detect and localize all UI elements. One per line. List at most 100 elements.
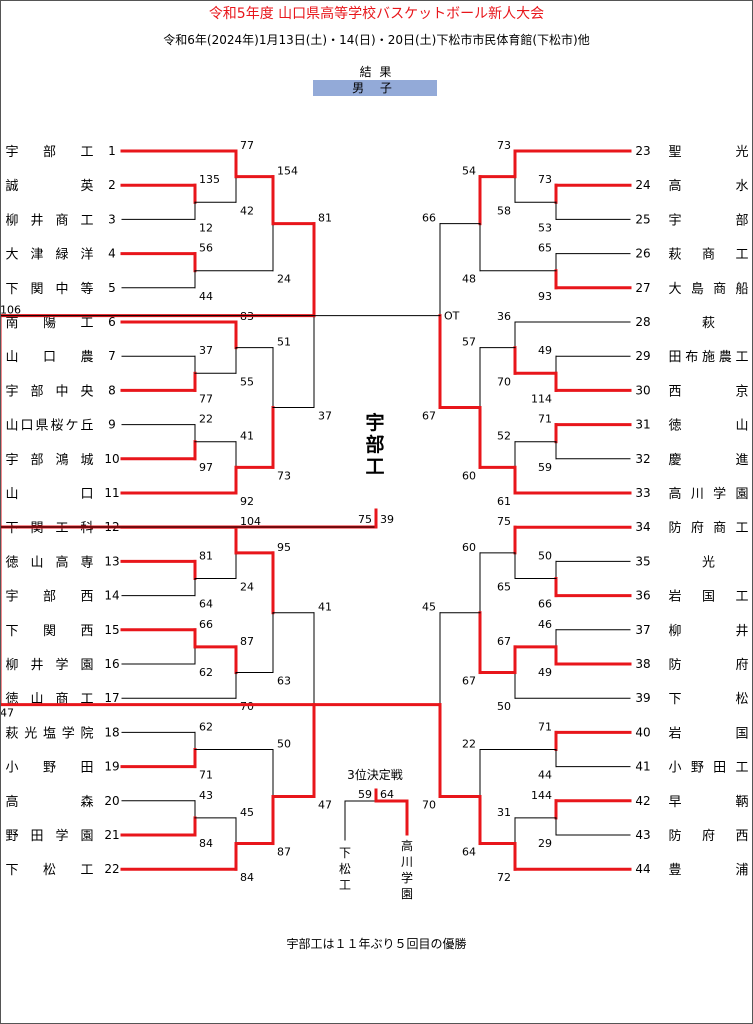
- left-team-7-name-char: 口: [43, 350, 56, 365]
- left-team-2-name-char: 英: [80, 179, 93, 194]
- left-team-18-name-char: 院: [80, 726, 93, 741]
- match-20-score-b: 47: [0, 707, 14, 720]
- match-12-score-b: 62: [199, 666, 213, 679]
- left-team-4-name-char: 津: [30, 248, 43, 263]
- right-team-29-name-char: 工: [735, 350, 748, 365]
- right-team-43-name-char: 防: [668, 828, 681, 844]
- match-18-score-a: 50: [277, 738, 291, 751]
- match-8-score-a: 51: [277, 336, 291, 349]
- right-team-27-name-char: 商: [713, 282, 726, 297]
- right-team-33-number: 33: [635, 486, 650, 500]
- left-team-11-name-char: 口: [80, 487, 93, 502]
- left-team-6-name-char: 南: [5, 315, 18, 331]
- right-team-29-name-char: 布: [685, 350, 698, 365]
- left-team-4-number: 4: [108, 247, 116, 261]
- left-team-20-name-char: 高: [5, 794, 18, 810]
- right-team-29-number: 29: [635, 349, 650, 363]
- match-22-score-b: 58: [497, 204, 511, 217]
- left-team-16-number: 16: [104, 657, 119, 671]
- left-team-12-name-char: 下: [5, 521, 18, 536]
- right-team-38-number: 38: [635, 657, 650, 671]
- right-team-40-number: 40: [635, 725, 650, 739]
- right-team-32-name-char: 慶: [668, 453, 681, 468]
- match-5-score-b: 55: [240, 375, 254, 388]
- left-team-10-number: 10: [104, 452, 119, 466]
- match-0-score-b: 12: [199, 221, 213, 234]
- division-label: 男 子: [352, 81, 398, 95]
- right-team-23-name-char: 聖: [668, 145, 681, 160]
- left-team-9-name-char: 丘: [80, 419, 93, 434]
- match-15-score-b: 71: [199, 769, 213, 782]
- third-score-right: 64: [380, 788, 394, 801]
- match-11-score-a: 104: [240, 515, 261, 528]
- right-team-41-number: 41: [635, 760, 650, 774]
- left-team-3-name-char: 柳: [5, 213, 18, 228]
- left-team-19-number: 19: [104, 760, 119, 774]
- match-12-score-a: 66: [199, 618, 213, 631]
- right-team-25-name-char: 部: [735, 213, 748, 228]
- left-team-14-name-char: 西: [80, 590, 93, 605]
- left-team-15-name-char: 西: [80, 624, 93, 639]
- right-team-33-name-char: 川: [691, 487, 704, 502]
- left-team-1-number: 1: [108, 144, 116, 158]
- match-37-score-b: 29: [538, 837, 552, 850]
- left-team-10-name-char: 鴻: [55, 453, 68, 468]
- match-29-score-a: 57: [462, 336, 476, 349]
- left-team-21-name-char: 野: [5, 829, 18, 844]
- left-team-4-name-char: 緑: [55, 248, 68, 263]
- right-team-40-name-char: 国: [735, 726, 748, 741]
- right-team-33-name-char: 高: [668, 486, 681, 502]
- left-team-12-name-char: 科: [80, 521, 93, 536]
- left-team-21-name-char: 園: [80, 829, 93, 844]
- match-6-score-b: 97: [199, 461, 213, 474]
- left-team-17-number: 17: [104, 691, 119, 705]
- right-team-27-name-char: 島: [691, 282, 704, 297]
- right-team-41-name-char: 小: [668, 761, 681, 776]
- left-team-16-name-char: 柳: [5, 658, 18, 673]
- match-13-score-a: 87: [240, 635, 254, 648]
- left-team-18-name-char: 萩: [5, 726, 18, 741]
- right-team-32-number: 32: [635, 452, 650, 466]
- right-team-36-name-char: 国: [702, 590, 715, 605]
- right-team-29-name-char: 施: [702, 350, 715, 365]
- right-team-39-name-char: 松: [735, 692, 748, 707]
- match-39-score-b: 64: [462, 846, 476, 859]
- right-team-29-name-char: 田: [668, 350, 681, 365]
- left-team-22-name-char: 工: [80, 863, 93, 878]
- right-team-39-number: 39: [635, 691, 650, 705]
- left-team-4-name-char: 大: [5, 248, 18, 263]
- left-team-13-number: 13: [104, 554, 119, 568]
- right-team-27-number: 27: [635, 281, 650, 295]
- right-team-36-name-char: 工: [735, 590, 748, 605]
- left-team-18-name-char: 学: [62, 725, 75, 741]
- left-team-13-name-char: 専: [80, 555, 93, 570]
- right-team-37-name-char: 柳: [668, 624, 681, 639]
- left-team-9-name-char: ケ: [65, 419, 78, 434]
- left-team-21-name-char: 田: [30, 829, 43, 844]
- right-team-35-name-char: 光: [702, 555, 715, 570]
- left-team-9-name-char: 山: [5, 419, 18, 434]
- match-31-score-a: 50: [538, 549, 552, 562]
- match-0-score-a: 135: [199, 173, 220, 186]
- match-17-score-a: 45: [240, 806, 254, 819]
- left-team-21-number: 21: [104, 828, 119, 842]
- right-team-41-name-char: 野: [691, 761, 704, 776]
- tournament-title: 令和5年度 山口県高等学校バスケットボール新人大会: [208, 6, 545, 22]
- match-38-score-b: 72: [497, 871, 511, 884]
- match-40-score-b: 70: [422, 799, 436, 812]
- left-team-5-name-char: 中: [55, 282, 68, 297]
- match-19-score-b: 47: [318, 799, 332, 812]
- match-21-score-a: 73: [538, 173, 552, 186]
- left-team-22-name-char: 下: [5, 863, 18, 878]
- right-team-42-number: 42: [635, 794, 650, 808]
- champion-name: 宇部工: [365, 412, 385, 478]
- third-place-right-team: 高川学園: [400, 839, 413, 901]
- left-team-21-name-char: 学: [55, 828, 68, 844]
- left-team-1-name-char: 工: [80, 145, 93, 160]
- match-22-score-a: 73: [497, 139, 511, 152]
- left-team-4-name-char: 洋: [80, 248, 93, 263]
- left-team-11-name-char: 山: [5, 487, 18, 502]
- right-team-24-number: 24: [635, 178, 650, 192]
